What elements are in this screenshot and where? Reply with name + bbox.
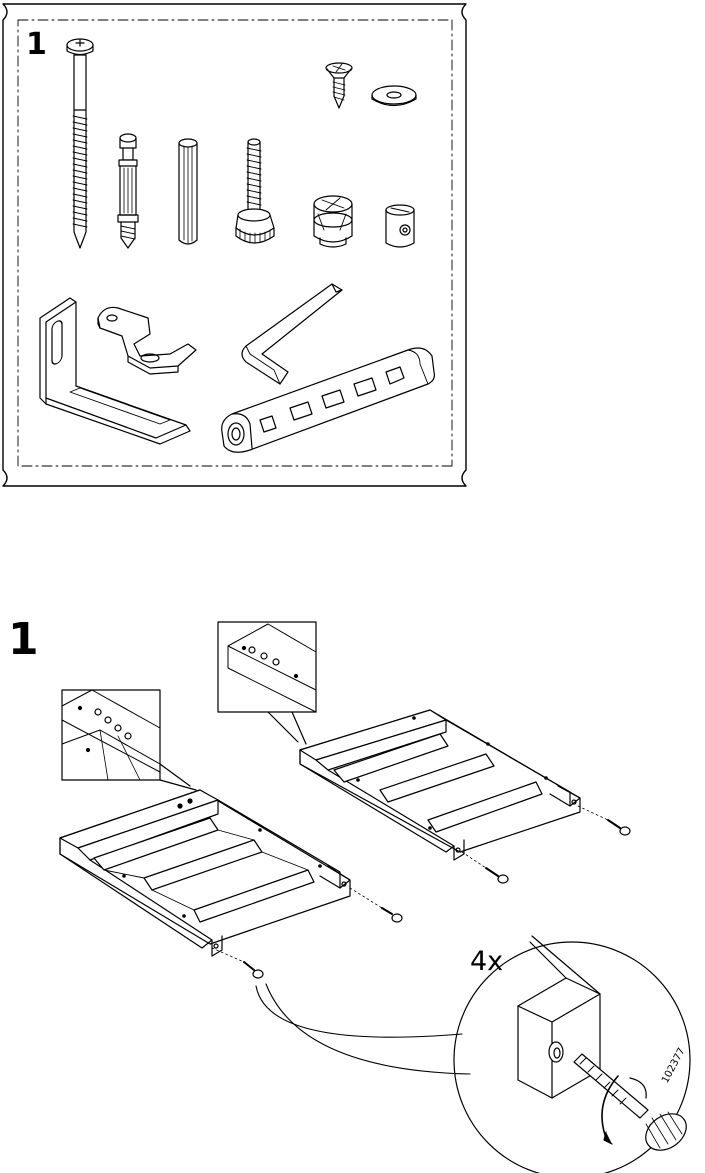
washer-icon bbox=[372, 86, 416, 106]
right-frame bbox=[300, 710, 580, 860]
adjustable-foot-icon bbox=[236, 139, 274, 243]
assembly-step-number: 1 bbox=[8, 618, 39, 662]
detail-inset-left bbox=[62, 690, 196, 790]
cam-dowel-icon bbox=[118, 134, 138, 248]
long-bolt-icon bbox=[67, 39, 93, 248]
cam-lock-icon bbox=[314, 196, 352, 247]
wooden-dowel-icon bbox=[179, 139, 197, 244]
barrel-nut-icon bbox=[386, 205, 414, 247]
quantity-label: 4x bbox=[470, 946, 503, 977]
parts-step-number: 1 bbox=[26, 30, 47, 60]
left-frame bbox=[60, 790, 350, 956]
wall-clip-icon bbox=[98, 307, 196, 374]
detail-inset-right bbox=[218, 622, 316, 744]
wood-screw-icon bbox=[326, 63, 352, 108]
allen-key-icon bbox=[242, 284, 342, 384]
